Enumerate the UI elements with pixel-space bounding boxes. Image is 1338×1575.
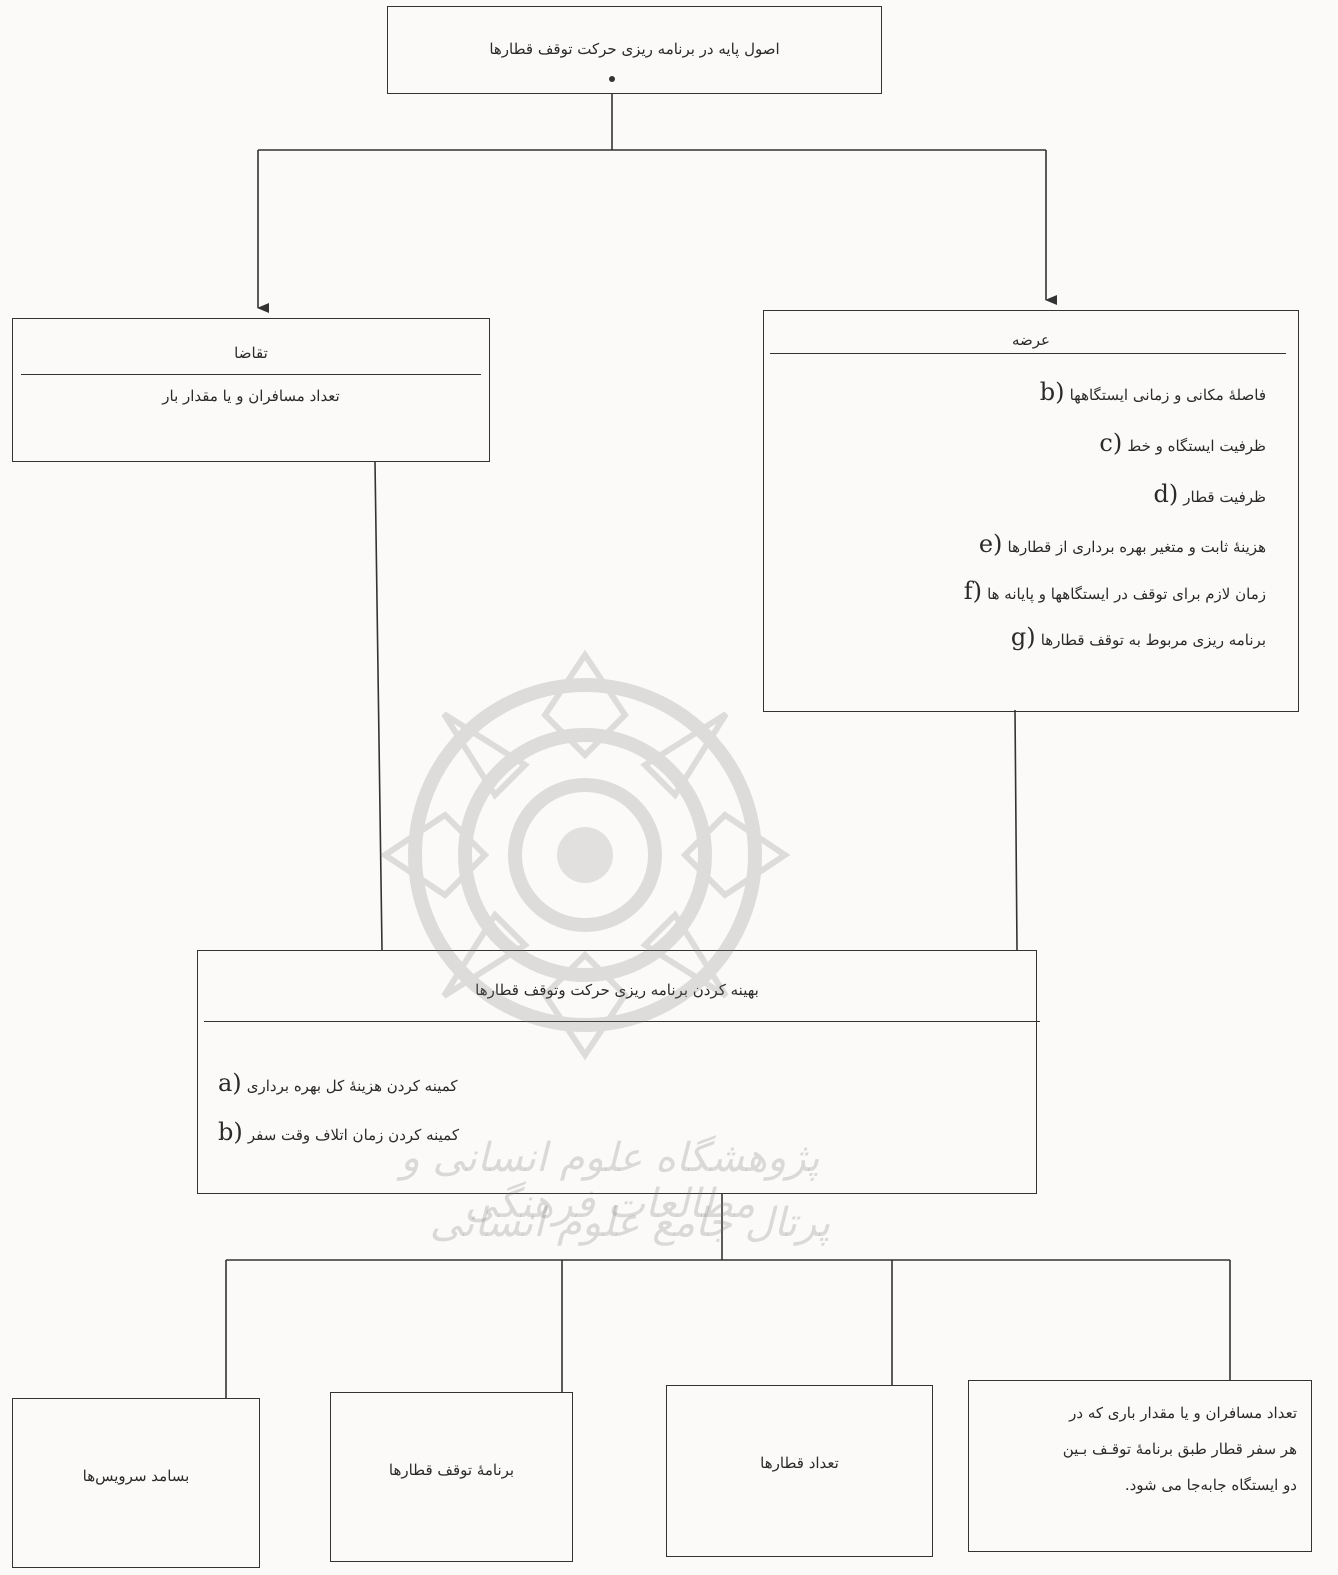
output-box-train-count: تعداد قطارها: [666, 1385, 933, 1557]
output-label: برنامهٔ توقف قطارها: [388, 1461, 515, 1479]
supply-item: زمان لازم برای توقف در ایستگاهها و پایان…: [963, 577, 1266, 605]
supply-item: برنامه ریزی مربوط به توقف قطارها g): [1010, 623, 1266, 651]
root-dot: [609, 76, 615, 82]
demand-title: تقاضا: [234, 344, 268, 362]
supply-box: عرضه فاصلهٔ مکانی و زمانی ایستگاهها b) ظ…: [763, 310, 1299, 712]
supply-divider: [770, 353, 1286, 354]
optimize-item: کمینه کردن هزینهٔ کل بهره برداری a): [218, 1069, 458, 1097]
supply-item: ظرفیت ایستگاه و خط c): [1099, 429, 1266, 457]
supply-item: هزینهٔ ثابت و متغیر بهره برداری از قطاره…: [978, 530, 1266, 558]
optimize-box: بهینه کردن برنامه ریزی حرکت وتوقف قطارها…: [197, 950, 1040, 1194]
root-box: اصول پایه در برنامه ریزی حرکت توقف قطاره…: [387, 6, 882, 94]
optimize-item: کمینه کردن زمان اتلاف وقت سفر b): [218, 1118, 459, 1146]
output-line: دو ایستگاه جابه‌جا می شود.: [1124, 1476, 1297, 1494]
output-label: تعداد قطارها: [760, 1454, 839, 1472]
output-line: تعداد مسافران و یا مقدار باری که در: [1069, 1404, 1297, 1422]
output-label-multiline: تعداد مسافران و یا مقدار باری که در هر س…: [983, 1395, 1297, 1503]
demand-box: تقاضا تعداد مسافران و یا مقدار بار: [12, 318, 490, 462]
optimize-title: بهینه کردن برنامه ریزی حرکت وتوقف قطارها: [475, 981, 759, 999]
supply-item: فاصلهٔ مکانی و زمانی ایستگاهها b): [1039, 378, 1266, 406]
watermark-text-1: پژوهشگاه علوم انسانی و مطالعات فرهنگی: [400, 1135, 820, 1227]
supply-to-optimize: [1014, 709, 1018, 951]
demand-to-optimize: [374, 461, 383, 951]
watermark-text-2: پرتال جامع علوم انسانی: [429, 1200, 831, 1246]
supply-item: ظرفیت قطار d): [1153, 480, 1266, 508]
output-line: هر سفر قطار طبق برنامهٔ توقـف بـین: [1062, 1440, 1297, 1458]
optimize-divider: [204, 1021, 1040, 1022]
demand-divider: [21, 374, 481, 375]
output-box-stop-schedule: برنامهٔ توقف قطارها: [330, 1392, 573, 1562]
output-label: بسامد سرویس‌ها: [82, 1467, 190, 1485]
demand-body: تعداد مسافران و یا مقدار بار: [162, 387, 340, 405]
root-title: اصول پایه در برنامه ریزی حرکت توقف قطاره…: [489, 40, 780, 58]
supply-title: عرضه: [1011, 331, 1050, 349]
output-box-service-frequency: بسامد سرویس‌ها: [12, 1398, 260, 1568]
output-box-passenger-load: تعداد مسافران و یا مقدار باری که در هر س…: [968, 1380, 1312, 1552]
